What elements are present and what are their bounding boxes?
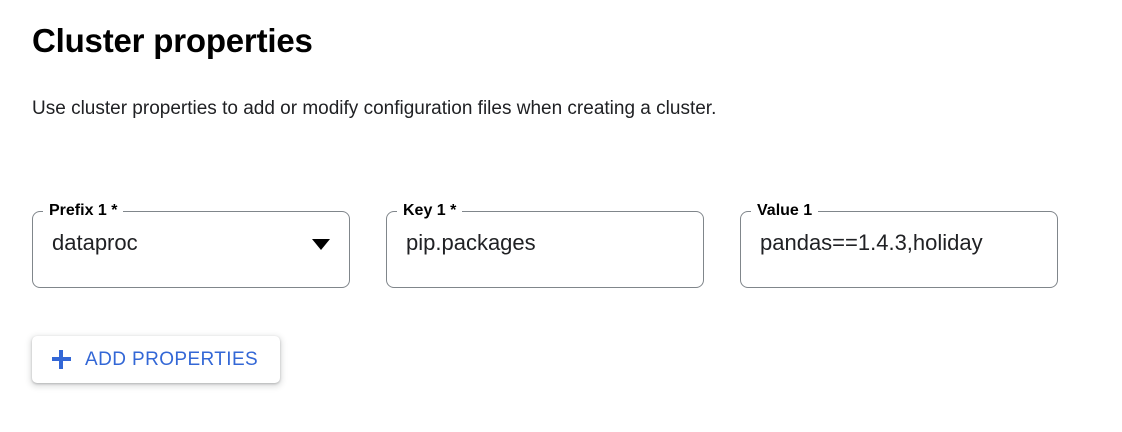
chevron-down-icon[interactable] — [312, 239, 330, 250]
add-properties-button-label: ADD PROPERTIES — [85, 348, 259, 370]
field-key-1-value: pip.packages — [406, 230, 536, 255]
field-key-1[interactable]: Key 1 * pip.packages — [386, 203, 704, 288]
field-prefix-1[interactable]: Prefix 1 * dataproc — [32, 203, 350, 288]
page-title: Cluster properties — [32, 22, 313, 59]
add-properties-button[interactable]: ADD PROPERTIES — [32, 336, 281, 383]
field-value-1-value: pandas==1.4.3,holiday — [760, 230, 983, 255]
field-key-1-control[interactable]: pip.packages — [386, 203, 704, 288]
plus-icon — [52, 350, 71, 369]
field-prefix-1-value: dataproc — [52, 230, 138, 255]
field-value-1-control[interactable]: pandas==1.4.3,holiday — [740, 203, 1058, 288]
page-description: Use cluster properties to add or modify … — [32, 98, 717, 119]
field-value-1[interactable]: Value 1 pandas==1.4.3,holiday — [740, 203, 1058, 288]
field-prefix-1-control[interactable]: dataproc — [32, 203, 350, 288]
properties-row: Prefix 1 * dataproc Key 1 * pip.packages… — [32, 203, 1058, 288]
